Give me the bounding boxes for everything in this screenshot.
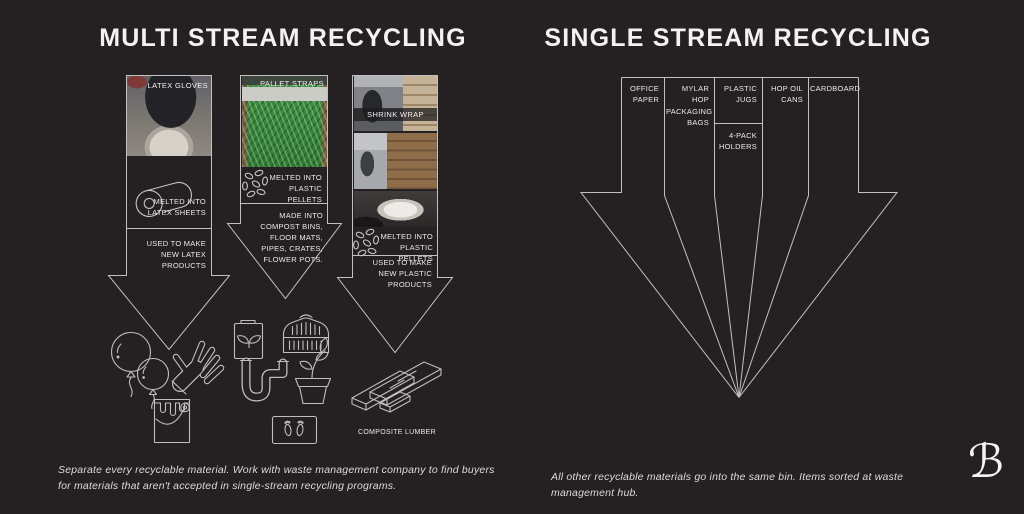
drain-pipe-icon [239, 357, 290, 402]
shrink-wrap-photo-top [354, 76, 437, 131]
single-stream-caption: All other recyclable materials go into t… [551, 471, 904, 499]
plastic-pellets-icon [353, 227, 380, 258]
latex-gloves-photo [127, 76, 211, 156]
plastic-pellets-icon [242, 168, 269, 199]
bin-four-pack-holders: 4-PACK HOLDERS [718, 131, 757, 152]
funnel-divider-4 [738, 77, 809, 398]
shrink-wrap-label-band: SHRINK WRAP [354, 108, 437, 121]
column2-step2-text: MADE INTO COMPOST BINS, FLOOR MATS, PIPE… [260, 211, 323, 264]
shrink-wrap-photo-middle [354, 133, 437, 189]
compost-bin-icon [233, 319, 264, 360]
column3-step2-text: USED TO MAKE NEW PLASTIC PRODUCTS [372, 258, 432, 289]
rubber-glove-icon [171, 340, 225, 395]
single-stream-funnel [579, 77, 899, 398]
funnel-right-edge [738, 77, 899, 398]
pet-carrier-icon [282, 314, 330, 354]
latex-gloves-label: LATEX GLOVES [147, 81, 208, 90]
potted-plant-icon [294, 337, 332, 405]
column1-arrow-outline [107, 75, 231, 351]
multi-stream-title: MULTI STREAM RECYCLING [99, 24, 467, 52]
floor-mat-icon [271, 415, 318, 445]
multi-stream-arrows [107, 75, 454, 354]
column3-arrow-outline [336, 75, 454, 354]
composite-lumber-label: COMPOSITE LUMBER [358, 429, 436, 436]
funnel-divider-2 [714, 77, 740, 398]
column1-step2-text: USED TO MAKE NEW LATEX PRODUCTS [146, 239, 206, 270]
balloons-icon [110, 331, 170, 410]
paint-bucket-icon [153, 398, 191, 444]
brewery-script-logo: ℬ [967, 434, 1005, 488]
funnel-divider-1 [664, 77, 740, 398]
bin-mylar-hop-packaging-bags: MYLAR HOP PACKAGING BAGS [666, 84, 713, 127]
pallet-straps-label: PALLET STRAPS [260, 79, 324, 88]
column1-step1-text: MELTED INTO LATEX SHEETS [147, 197, 206, 217]
bin-cardboard: CARDBOARD [810, 84, 861, 93]
bin-hop-oil-cans: HOP OIL CANS [770, 84, 803, 105]
column2-arrow-outline [226, 75, 343, 300]
funnel-divider-3 [738, 77, 763, 398]
pallet-straps-photo [242, 76, 327, 167]
bin-office-paper: OFFICE PAPER [630, 84, 659, 105]
shrink-wrap-photo-bottom [354, 191, 437, 227]
composite-lumber-icon [351, 361, 442, 413]
bin-plastic-jugs: PLASTIC JUGS [723, 84, 757, 105]
shrink-wrap-label: SHRINK WRAP [367, 110, 424, 119]
multi-stream-caption: Separate every recyclable material. Work… [58, 464, 495, 492]
column2-step1-text: MELTED INTO PLASTIC PELLETS [269, 173, 322, 204]
funnel-left-edge [579, 77, 740, 398]
latex-sheet-roll-icon [135, 181, 193, 218]
column3-step1-text: MELTED INTO PLASTIC PELLETS [380, 232, 433, 263]
single-stream-title: SINGLE STREAM RECYCLING [544, 24, 932, 52]
